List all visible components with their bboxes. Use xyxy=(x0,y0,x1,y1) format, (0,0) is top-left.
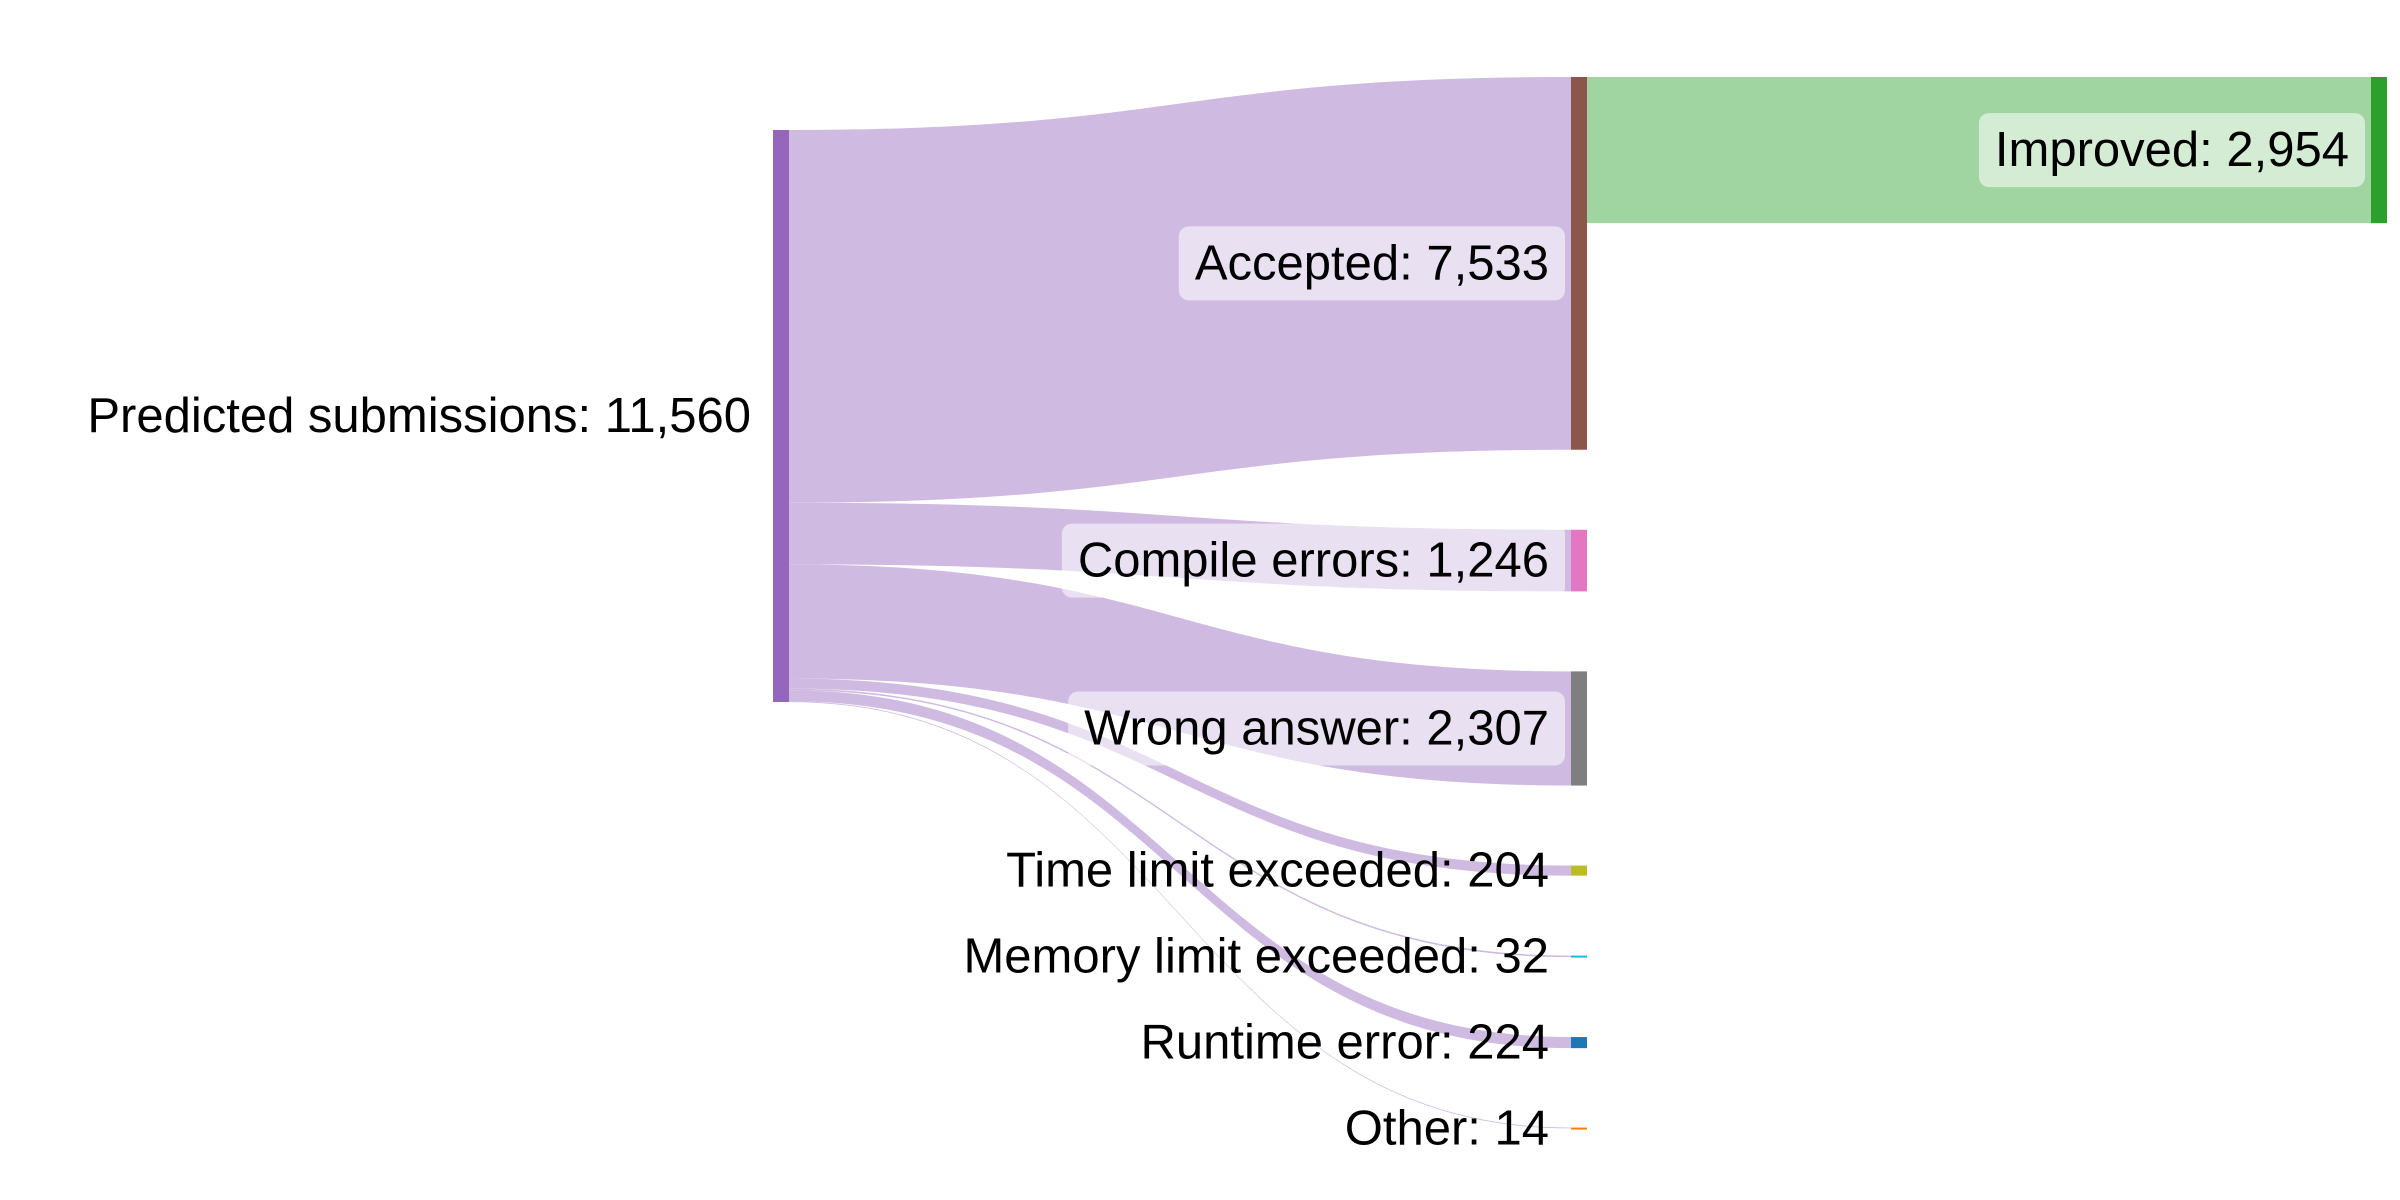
label-wrong: Wrong answer: 2,307 xyxy=(1068,691,1565,766)
label-text-improved: Improved: 2,954 xyxy=(1995,123,2349,177)
sankey-labels: Predicted submissions: 11,560 Accepted: 7… xyxy=(87,113,2365,1156)
node-other xyxy=(1571,1127,1587,1130)
label-text-other: Other: 14 xyxy=(1345,1102,1549,1156)
label-bg-compile xyxy=(1061,523,1565,598)
label-text-accepted: Accepted: 7,533 xyxy=(1195,236,1549,290)
link-predicted-rte xyxy=(789,690,1571,1049)
node-predicted xyxy=(773,130,789,702)
label-text-rte: Runtime error: 224 xyxy=(1140,1016,1549,1070)
node-mle xyxy=(1571,955,1587,958)
label-other: Other: 14 xyxy=(1345,1102,1549,1156)
label-text-wrong: Wrong answer: 2,307 xyxy=(1084,701,1549,755)
label-text-mle: Memory limit exceeded: 32 xyxy=(963,930,1549,984)
node-tle xyxy=(1571,865,1587,876)
label-bg-accepted xyxy=(1178,226,1565,301)
sankey-nodes xyxy=(773,77,2387,1130)
link-predicted-tle xyxy=(789,678,1571,876)
label-bg-improved xyxy=(1978,113,2365,188)
label-rte: Runtime error: 224 xyxy=(1140,1016,1549,1070)
link-predicted-other xyxy=(789,701,1571,1129)
label-mle: Memory limit exceeded: 32 xyxy=(963,930,1549,984)
node-wrong xyxy=(1571,671,1587,786)
label-tle: Time limit exceeded: 204 xyxy=(1006,844,1549,898)
label-compile: Compile errors: 1,246 xyxy=(1061,523,1565,598)
label-predicted: Predicted submissions: 11,560 xyxy=(87,389,751,443)
node-accepted xyxy=(1571,77,1587,450)
label-bg-wrong xyxy=(1068,691,1565,766)
link-predicted-mle xyxy=(789,688,1571,958)
label-text-tle: Time limit exceeded: 204 xyxy=(1006,844,1549,898)
label-accepted: Accepted: 7,533 xyxy=(1178,226,1565,301)
label-text-compile: Compile errors: 1,246 xyxy=(1078,534,1549,588)
node-improved xyxy=(2371,77,2387,224)
label-text-predicted: Predicted submissions: 11,560 xyxy=(87,389,751,443)
node-compile xyxy=(1571,529,1587,592)
node-rte xyxy=(1571,1037,1587,1049)
label-improved: Improved: 2,954 xyxy=(1978,113,2365,188)
